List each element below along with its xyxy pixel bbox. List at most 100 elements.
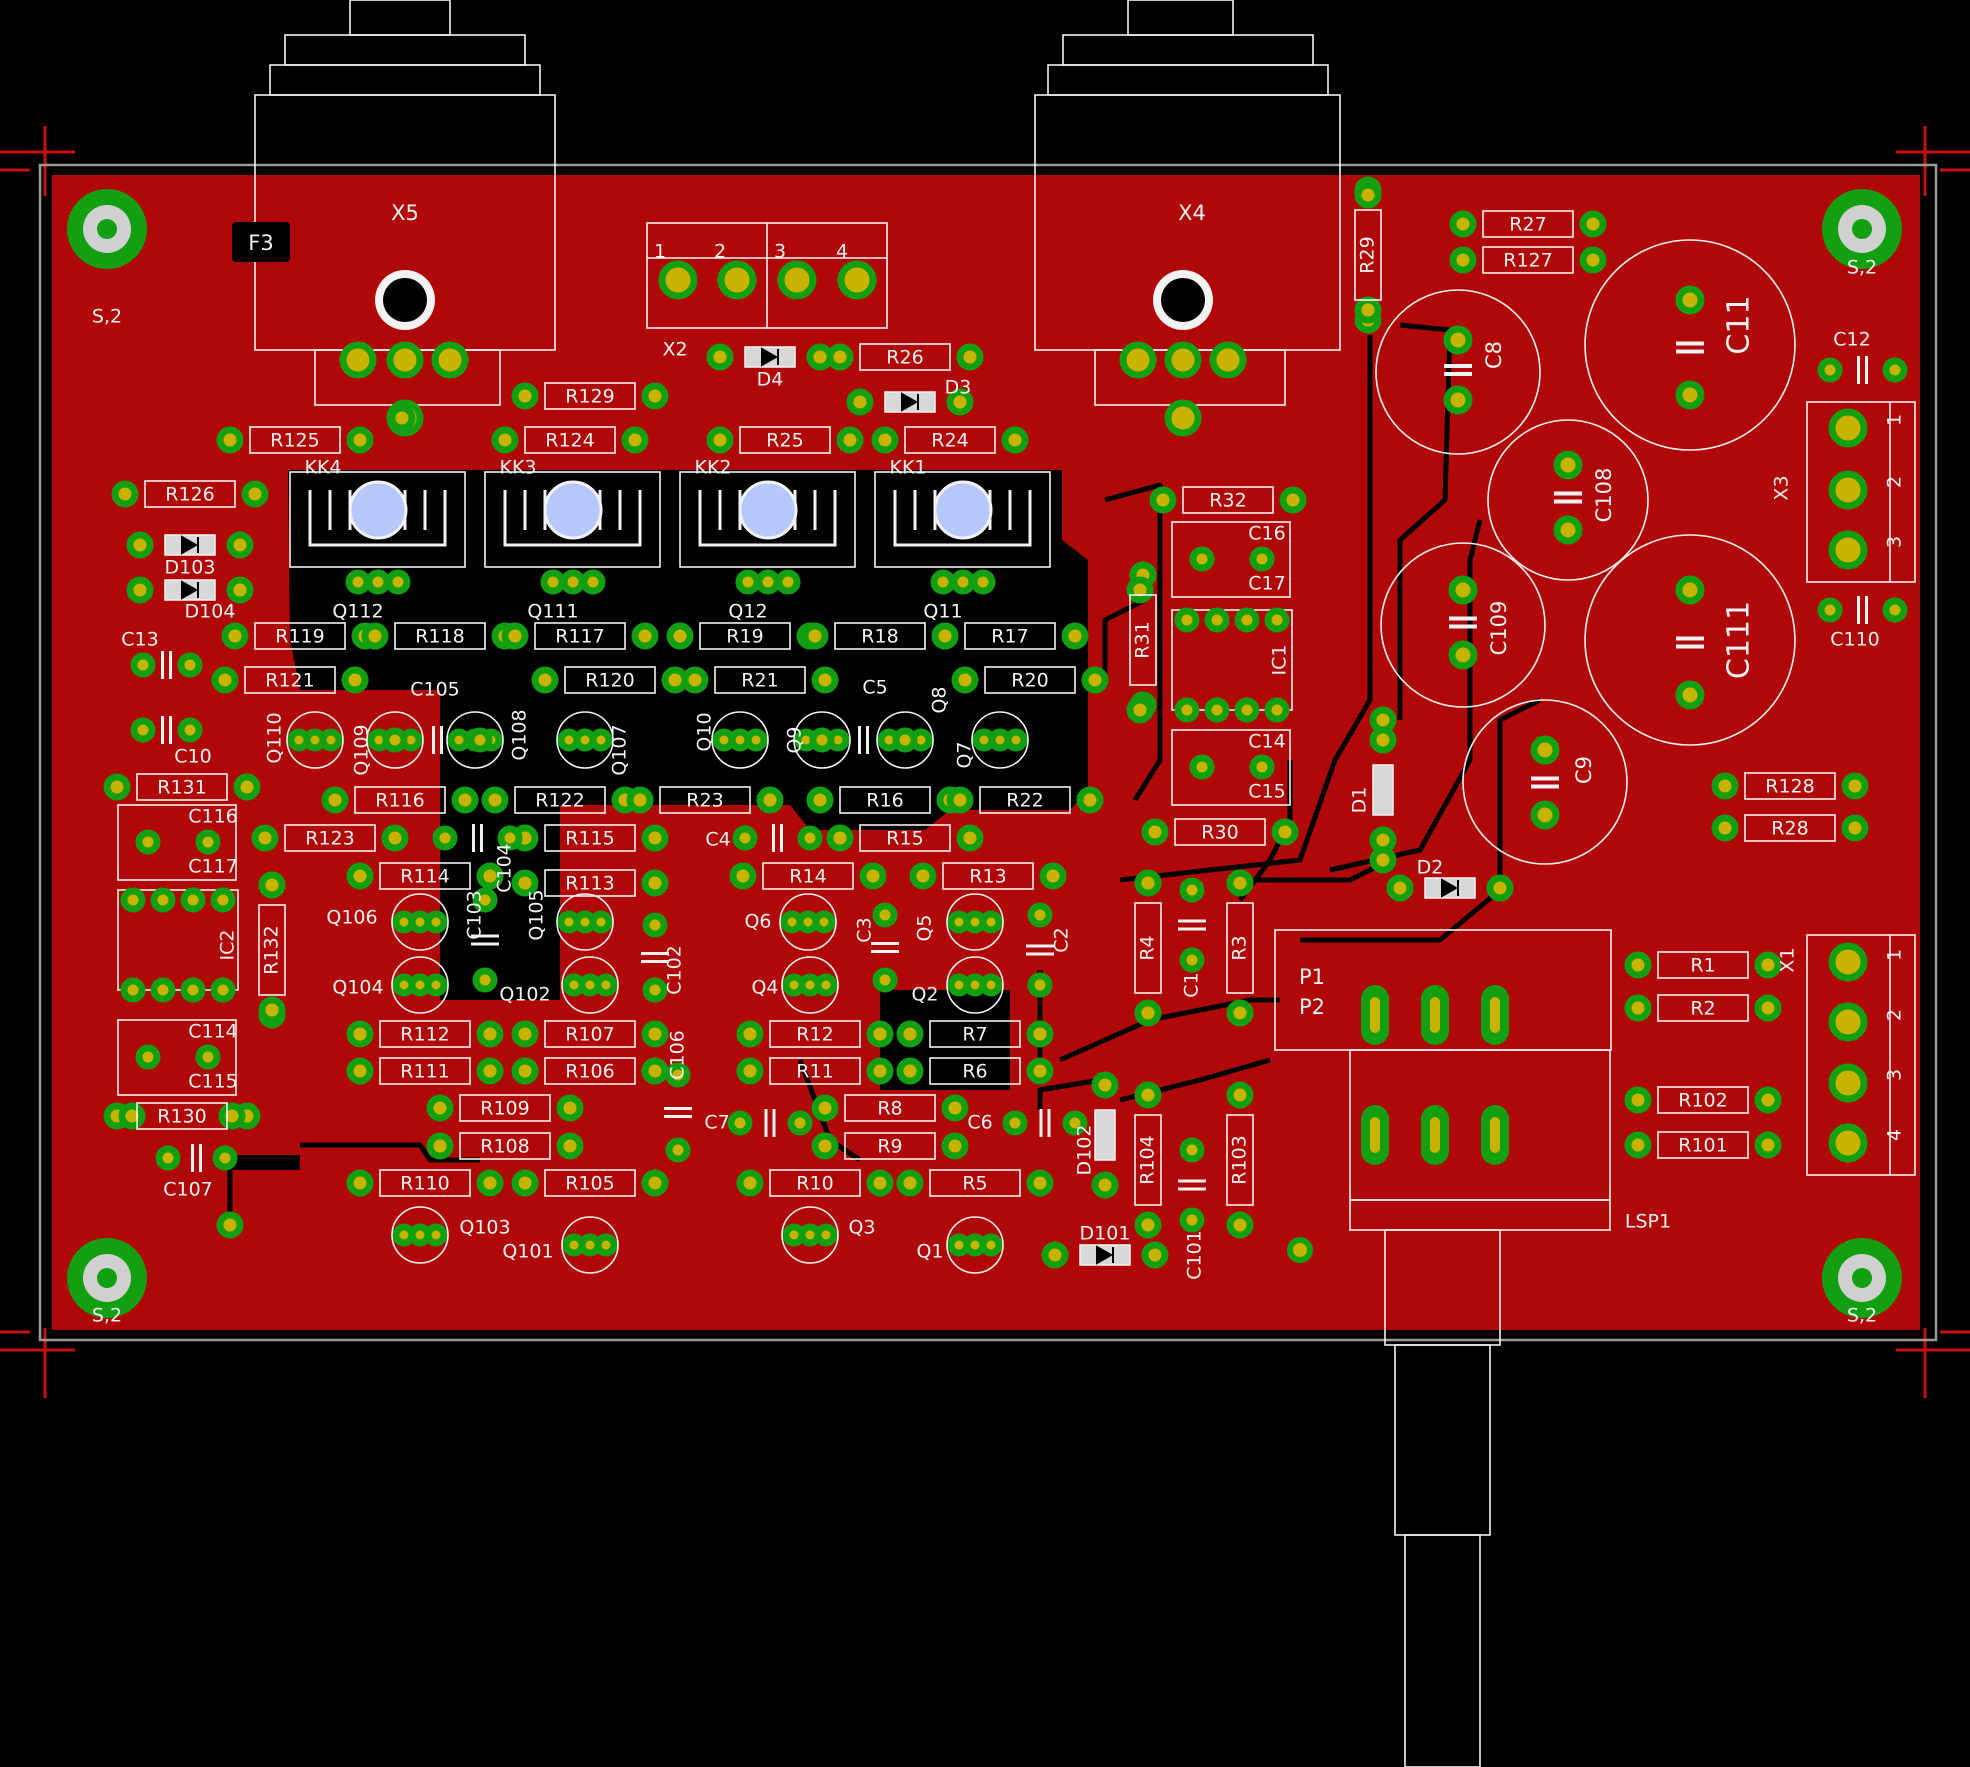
resistor-r101[interactable]: [1657, 1131, 1749, 1159]
electrolytic-c8[interactable]: [1444, 364, 1472, 376]
resistor-r30[interactable]: [1174, 818, 1266, 846]
capacitor-c4[interactable]: [772, 824, 783, 852]
resistor-r23[interactable]: [659, 786, 751, 814]
transistor-q7[interactable]: [971, 711, 1029, 769]
resistor-r125[interactable]: [249, 426, 341, 454]
electrolytic-c9[interactable]: [1531, 776, 1559, 789]
resistor-r118[interactable]: [394, 622, 486, 650]
transistor-q106[interactable]: [391, 893, 449, 951]
resistor-r111[interactable]: [379, 1057, 471, 1085]
transistor-q5[interactable]: [946, 893, 1004, 951]
resistor-r105[interactable]: [544, 1169, 636, 1197]
electrolytic-c111[interactable]: [1676, 636, 1704, 649]
resistor-r129[interactable]: [544, 382, 636, 410]
capacitor-c103[interactable]: [471, 934, 499, 946]
resistor-r2[interactable]: [1657, 994, 1749, 1022]
resistor-r22[interactable]: [979, 786, 1071, 814]
resistor-r32[interactable]: [1182, 486, 1274, 514]
resistor-r132[interactable]: [258, 904, 286, 996]
capacitor-c106[interactable]: [664, 1107, 692, 1118]
resistor-r16[interactable]: [839, 786, 931, 814]
transistor-q102[interactable]: [561, 956, 619, 1014]
resistor-r28[interactable]: [1744, 814, 1836, 842]
transistor-q104[interactable]: [391, 956, 449, 1014]
resistor-r4[interactable]: [1134, 902, 1162, 994]
resistor-r115[interactable]: [544, 824, 636, 852]
capacitor-c5[interactable]: [858, 726, 869, 754]
resistor-r120[interactable]: [564, 666, 656, 694]
resistor-r124[interactable]: [524, 426, 616, 454]
resistor-r107[interactable]: [544, 1020, 636, 1048]
resistor-r14[interactable]: [762, 862, 854, 890]
resistor-r128[interactable]: [1744, 772, 1836, 800]
resistor-r109[interactable]: [459, 1094, 551, 1122]
resistor-r110[interactable]: [379, 1169, 471, 1197]
film-cap-c114[interactable]: [117, 1019, 237, 1096]
resistor-r24[interactable]: [904, 426, 996, 454]
transistor-q108[interactable]: [446, 711, 504, 769]
capacitor-c105[interactable]: [432, 726, 443, 754]
resistor-r31[interactable]: [1129, 594, 1157, 686]
resistor-r130[interactable]: [136, 1102, 228, 1130]
capacitor-c7[interactable]: [764, 1109, 776, 1137]
resistor-r1[interactable]: [1657, 951, 1749, 979]
electrolytic-c109[interactable]: [1449, 616, 1477, 629]
resistor-r102[interactable]: [1657, 1086, 1749, 1114]
resistor-r5[interactable]: [929, 1169, 1021, 1197]
transistor-q10[interactable]: [711, 711, 769, 769]
electrolytic-c11[interactable]: [1676, 341, 1704, 354]
resistor-r112[interactable]: [379, 1020, 471, 1048]
resistor-r19[interactable]: [699, 622, 791, 650]
resistor-r27[interactable]: [1482, 210, 1574, 238]
resistor-r17[interactable]: [964, 622, 1056, 650]
transistor-q107[interactable]: [556, 711, 614, 769]
resistor-r3[interactable]: [1226, 902, 1254, 994]
capacitor-c110[interactable]: [1857, 596, 1868, 624]
resistor-r11[interactable]: [769, 1057, 861, 1085]
resistor-r12[interactable]: [769, 1020, 861, 1048]
transistor-q1[interactable]: [946, 1216, 1004, 1274]
resistor-r7[interactable]: [929, 1020, 1021, 1048]
transistor-q6[interactable]: [779, 893, 837, 951]
transistor-q3[interactable]: [781, 1206, 839, 1264]
resistor-r127[interactable]: [1482, 246, 1574, 274]
electrolytic-c108[interactable]: [1554, 491, 1582, 504]
resistor-r104[interactable]: [1134, 1114, 1162, 1206]
diode-d102[interactable]: [1094, 1109, 1116, 1161]
resistor-r29[interactable]: [1354, 209, 1382, 301]
capacitor-c107[interactable]: [191, 1144, 202, 1172]
resistor-r26[interactable]: [859, 343, 951, 371]
resistor-r13[interactable]: [942, 862, 1034, 890]
resistor-r108[interactable]: [459, 1132, 551, 1160]
resistor-r6[interactable]: [929, 1057, 1021, 1085]
resistor-r113[interactable]: [544, 869, 636, 897]
capacitor-c2[interactable]: [1026, 944, 1054, 956]
transistor-q2[interactable]: [946, 956, 1004, 1014]
transistor-q105[interactable]: [556, 893, 614, 951]
resistor-r103[interactable]: [1226, 1114, 1254, 1206]
capacitor-c1[interactable]: [1178, 919, 1206, 931]
capacitor-c6[interactable]: [1039, 1109, 1051, 1137]
resistor-r18[interactable]: [834, 622, 926, 650]
transistor-q103[interactable]: [391, 1206, 449, 1264]
resistor-r10[interactable]: [769, 1169, 861, 1197]
resistor-r8[interactable]: [844, 1094, 936, 1122]
resistor-r9[interactable]: [844, 1132, 936, 1160]
resistor-r131[interactable]: [136, 773, 228, 801]
resistor-r117[interactable]: [534, 622, 626, 650]
transistor-q9[interactable]: [793, 711, 851, 769]
film-cap-c16[interactable]: [1171, 521, 1291, 598]
resistor-r119[interactable]: [254, 622, 346, 650]
resistor-r20[interactable]: [984, 666, 1076, 694]
resistor-r15[interactable]: [859, 824, 951, 852]
transistor-q109[interactable]: [366, 711, 424, 769]
film-cap-c14[interactable]: [1171, 729, 1291, 806]
transistor-q4[interactable]: [781, 956, 839, 1014]
capacitor-c102[interactable]: [641, 952, 669, 963]
transistor-q101[interactable]: [561, 1216, 619, 1274]
capacitor-c13[interactable]: [161, 651, 172, 679]
resistor-r121[interactable]: [244, 666, 336, 694]
resistor-r116[interactable]: [354, 786, 446, 814]
film-cap-c116[interactable]: [117, 804, 237, 881]
